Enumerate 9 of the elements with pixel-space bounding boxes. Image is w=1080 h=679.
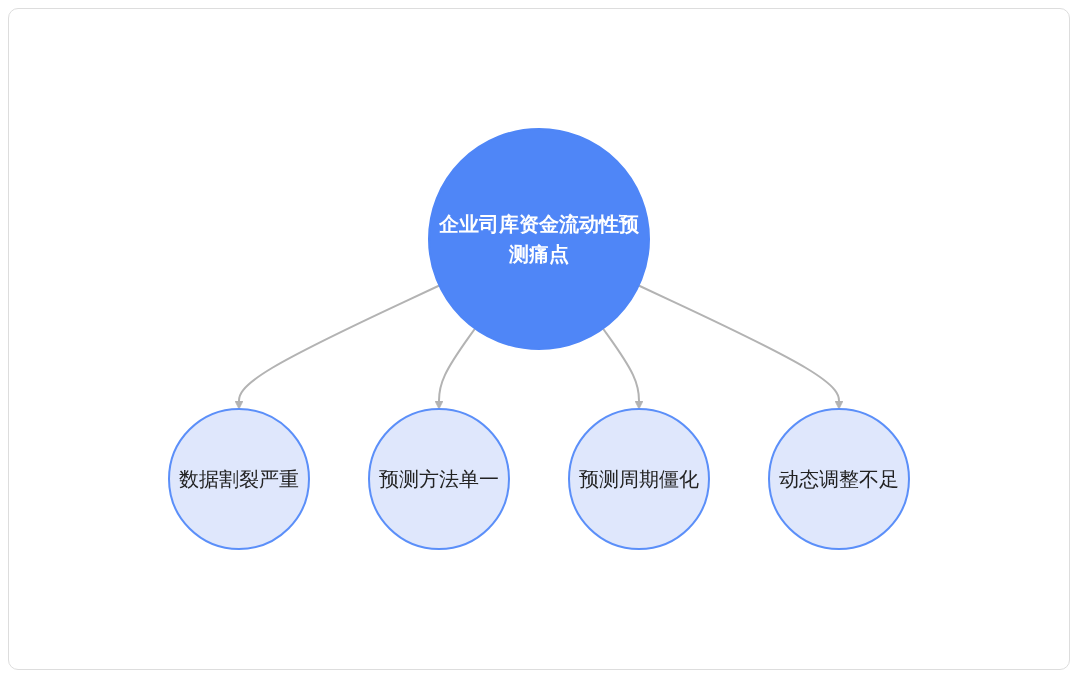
- node-circle: 预测方法单一: [368, 408, 510, 550]
- arrow: [637, 284, 844, 410]
- arrow: [234, 284, 441, 410]
- arrow: [601, 327, 644, 410]
- arrow: [434, 327, 477, 410]
- node-circle: 预测周期僵化: [568, 408, 710, 550]
- node-circle: 数据割裂严重: [168, 408, 310, 550]
- node-circle: 动态调整不足: [768, 408, 910, 550]
- node-circle: 企业司库资金流动性预测痛点: [428, 128, 650, 350]
